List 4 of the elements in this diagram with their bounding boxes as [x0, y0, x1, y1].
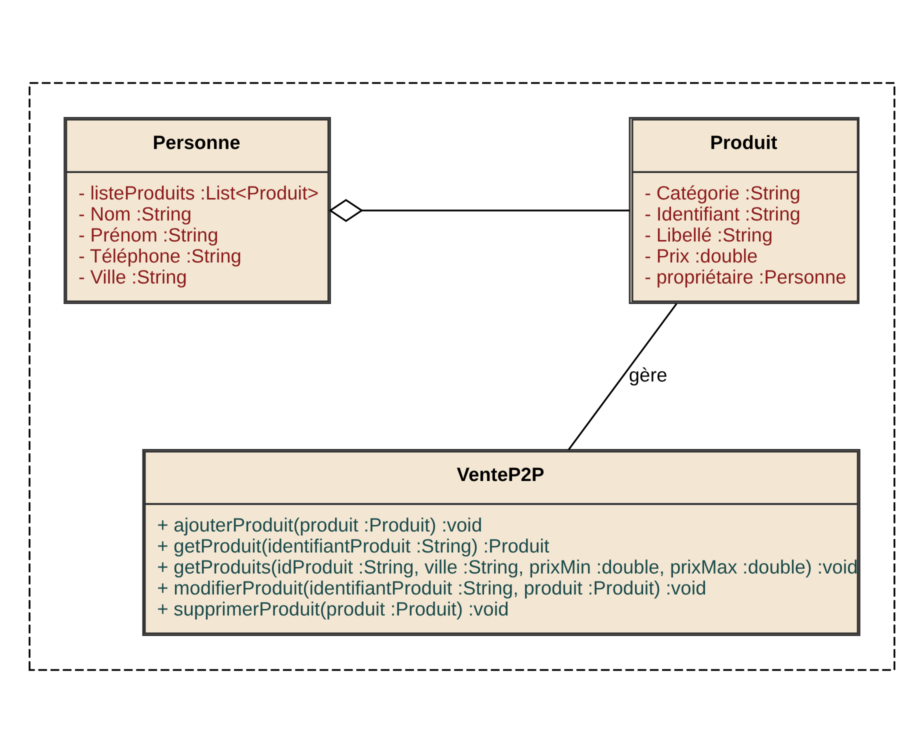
- cluster: [28, 82, 896, 671]
- edge-label: gère: [628, 365, 668, 386]
- connector: [328, 198, 630, 222]
- connector: [568, 303, 678, 450]
